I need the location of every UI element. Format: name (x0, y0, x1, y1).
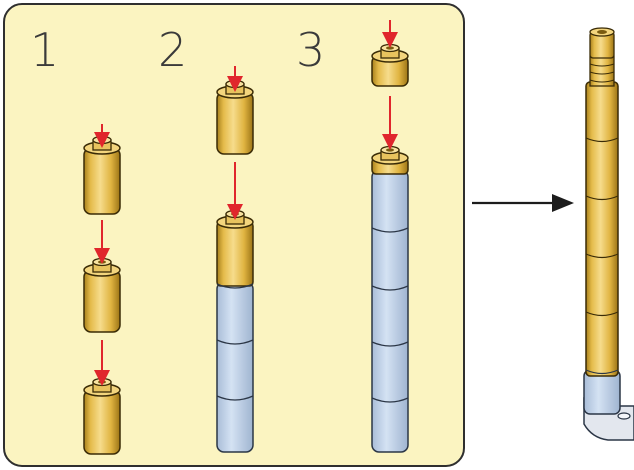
step-1-gold-piece-middle (83, 257, 121, 333)
step-2-stack (216, 209, 254, 453)
step-3-short-gold-piece (371, 43, 409, 87)
step-1-gold-piece-bottom (83, 377, 121, 455)
step-number-3: 3 (296, 23, 325, 77)
step-number-2: 2 (158, 23, 187, 77)
assembled-column (583, 27, 634, 441)
step-1-gold-piece-top (83, 135, 121, 215)
step-3-stack (371, 145, 409, 453)
step-2-gold-piece-loose (216, 79, 254, 155)
right-arrow-icon (472, 194, 574, 212)
step-number-1: 1 (30, 23, 59, 77)
